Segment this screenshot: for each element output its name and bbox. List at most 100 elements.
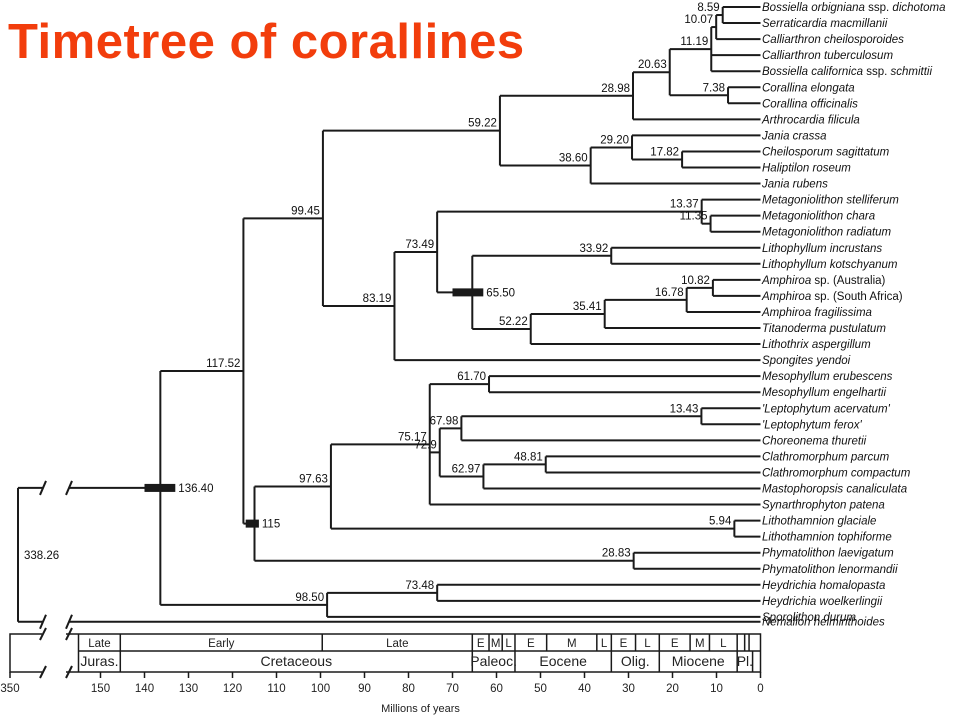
taxon-label: Serraticardia macmillanii [762, 18, 888, 30]
stage-label: E [671, 638, 679, 650]
stage-label: L [720, 638, 727, 650]
node-age-label: 13.43 [670, 403, 699, 415]
stage-label: E [527, 638, 535, 650]
node-age-label: 10.07 [684, 14, 713, 26]
epoch-label: Cretaceous [261, 653, 333, 669]
taxon-label: Metagoniolithon radiatum [762, 227, 892, 239]
stage-label: Late [386, 638, 408, 650]
taxon-label-part: Jania rubens [761, 179, 828, 191]
epoch-label: Paleoc. [470, 653, 517, 669]
taxon-label-part: dichotoma [892, 2, 945, 14]
node-age-labels: 8.5910.0711.197.3820.6328.9817.8229.2038… [24, 2, 732, 604]
stage-label: L [601, 638, 608, 650]
stage-label: L [505, 638, 512, 650]
node-age-label: 11.35 [680, 211, 708, 223]
taxon-label: Heydrichia homalopasta [762, 580, 885, 592]
stage-label: E [620, 638, 628, 650]
node-age-label: 8.59 [697, 2, 719, 14]
node-age-label: 99.45 [291, 205, 320, 217]
stage-label: E [477, 638, 485, 650]
taxon-label: Calliarthron tuberculosum [762, 50, 893, 62]
stage-label: M [491, 638, 501, 650]
node-age-label: 52.22 [499, 316, 528, 328]
taxon-label: Lithophyllum incrustans [762, 243, 882, 255]
taxon-label: Bossiella californica ssp. schmittii [762, 66, 932, 78]
taxon-label: Amphiroa sp. (South Africa) [761, 291, 903, 303]
taxon-label: Mastophoropsis canaliculata [762, 484, 907, 496]
axis-tick-label: 50 [534, 683, 547, 695]
taxon-label: Metagoniolithon stelliferum [762, 195, 899, 207]
axis-tick-label: 30 [622, 683, 635, 695]
taxon-label-part: Lithophyllum incrustans [762, 243, 882, 255]
axis-tick-label: 60 [490, 683, 503, 695]
taxon-label-part: ssp. [863, 66, 890, 78]
node-age-label: 97.63 [299, 473, 328, 485]
taxon-label-part: schmittii [890, 66, 932, 78]
taxon-label-part: Lithophyllum kotschyanum [762, 259, 898, 271]
axis-tick-label: 20 [666, 683, 679, 695]
taxon-label-part: Nemalion helminthoides [762, 617, 885, 629]
taxon-label: Corallina officinalis [762, 98, 858, 110]
node-age-label: 33.92 [579, 243, 608, 255]
taxon-label: Titanoderma pustulatum [762, 323, 886, 335]
taxon-label: Spongites yendoi [762, 355, 851, 367]
taxon-label: Lithophyllum kotschyanum [762, 259, 898, 271]
taxon-label: Lithothrix aspergillum [762, 339, 871, 351]
node-age-label: 11.19 [680, 36, 708, 48]
node-age-label: 338.26 [24, 550, 59, 562]
taxon-label: Mesophyllum engelhartii [762, 387, 886, 399]
node-age-label: 83.19 [363, 293, 392, 305]
taxon-label: Amphiroa fragilissima [761, 307, 872, 319]
taxon-label-part: Jania crassa [761, 130, 827, 142]
axis-tick-label: 350 [0, 683, 19, 695]
axis-break-mark [65, 614, 73, 630]
node-age-label: 72.9 [414, 439, 436, 451]
epoch-label: Olig. [621, 653, 650, 669]
axis-break-mark [65, 480, 73, 496]
taxon-label-part: Metagoniolithon stelliferum [762, 195, 899, 207]
taxon-label: Cheilosporum sagittatum [762, 146, 890, 158]
taxon-label: Nemalion helminthoides [762, 617, 885, 629]
taxon-label: Phymatolithon lenormandii [762, 564, 898, 576]
taxon-label: Clathromorphum parcum [762, 451, 890, 463]
taxon-label-part: Mesophyllum erubescens [762, 371, 893, 383]
taxon-label-part: Heydrichia woelkerlingii [762, 596, 883, 608]
taxon-label-part: Amphiroa [761, 275, 811, 287]
axis-break-mark [65, 627, 73, 641]
taxon-label: Arthrocardia filicula [761, 114, 860, 126]
taxon-label-part: Haliptilon roseum [762, 163, 851, 175]
taxon-label: Sporolithon durum [762, 612, 856, 624]
axis-break-mark [39, 480, 47, 496]
taxon-label-part: Lithothrix aspergillum [762, 339, 871, 351]
taxon-label-part: Spongites yendoi [762, 355, 851, 367]
taxon-label: Calliarthron cheilosporoides [762, 34, 904, 46]
taxon-label-part: Lithothamnion glaciale [762, 516, 876, 528]
taxon-label: Mesophyllum erubescens [762, 371, 893, 383]
node-age-label: 17.82 [650, 146, 679, 158]
axis-tick-label: 150 [91, 683, 110, 695]
axis-label: Millions of years [381, 703, 460, 715]
taxon-label-part: Arthrocardia filicula [761, 114, 860, 126]
node-age-label: 117.52 [206, 358, 240, 370]
node-age-label: 29.20 [600, 134, 629, 146]
axis-tick-label: 130 [179, 683, 198, 695]
axis-break-mark [65, 665, 73, 679]
taxon-label: Jania crassa [761, 130, 827, 142]
taxon-label: 'Leptophytum ferox' [762, 419, 862, 431]
taxon-label: Lithothamnion tophiforme [762, 532, 892, 544]
taxon-label-part: Titanoderma pustulatum [762, 323, 886, 335]
taxon-label-part: Clathromorphum parcum [762, 451, 890, 463]
epoch-label: Juras. [80, 653, 118, 669]
axis-tick-label: 40 [578, 683, 591, 695]
node-age-label: 28.83 [602, 548, 631, 560]
epoch-label: Pl. [737, 653, 753, 669]
taxon-label: Amphiroa sp. (Australia) [761, 275, 886, 287]
taxon-label-part: Bossiella californica [762, 66, 863, 78]
stage-label: Late [88, 638, 110, 650]
node-age-label: 65.50 [486, 287, 515, 299]
taxon-label: Jania rubens [761, 179, 828, 191]
node-age-label: 61.70 [457, 371, 486, 383]
node-age-label: 75.17 [398, 431, 427, 443]
